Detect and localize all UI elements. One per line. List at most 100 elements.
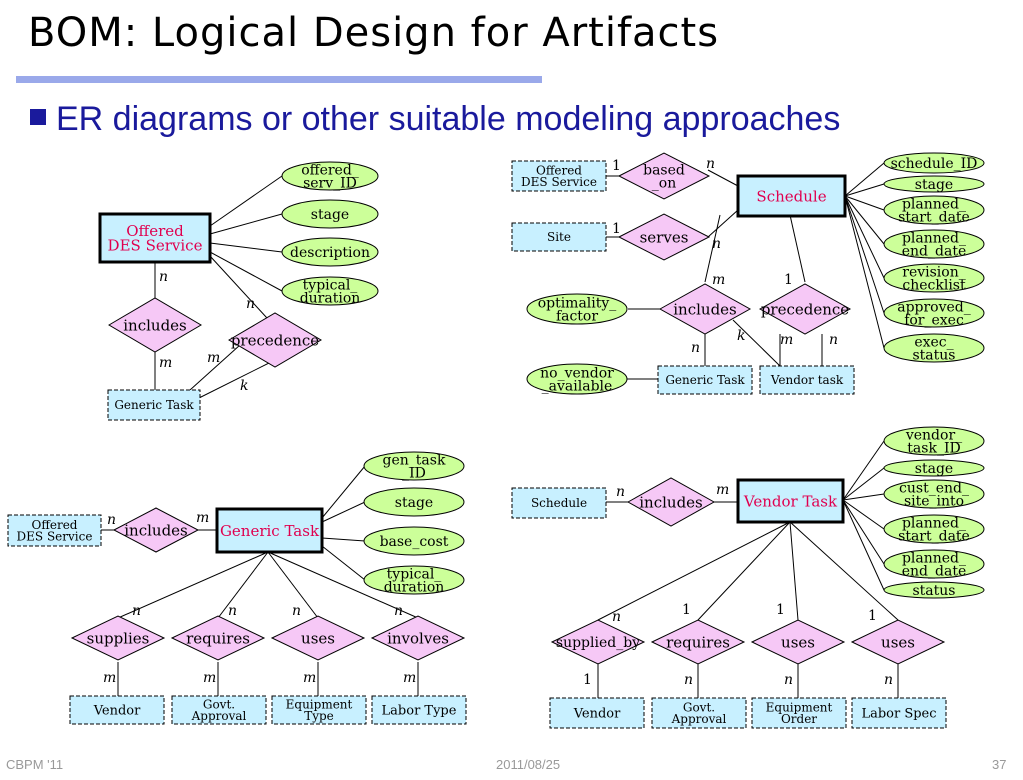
connector-line (842, 499, 885, 565)
attribute-label: optimality_ (538, 295, 617, 311)
entity-label: DES Service (108, 236, 203, 254)
attribute-a1: vendor_task_ID (883, 426, 985, 457)
entity-ref-labor: Labor Spec (851, 697, 947, 729)
connector-line (217, 551, 269, 619)
attribute-a1: offered_serv_ID (281, 161, 379, 192)
relationship-r1: based_on (617, 152, 711, 200)
attribute-a1: schedule_ID (883, 152, 985, 174)
attribute-a3: base_cost (363, 526, 465, 556)
relationship-r2: precedence (228, 312, 322, 368)
connector-line (789, 214, 806, 283)
connector-line (844, 195, 885, 211)
relationship-r3: uses (750, 619, 846, 665)
cardinality-c1: n (616, 484, 625, 500)
attribute-a2: stage (281, 199, 379, 229)
relationship-r4: uses (850, 619, 946, 665)
connector-line (842, 467, 885, 501)
cardinality-c5: k (240, 378, 248, 394)
cardinality-c10: m (403, 670, 416, 686)
cardinality-c9: n (784, 672, 793, 688)
connector-line (732, 319, 781, 367)
attribute-label: cust_end_ (899, 480, 969, 496)
connector-line (842, 493, 885, 501)
attribute-a4: planned_start_date (883, 514, 985, 545)
connector-line (844, 162, 885, 197)
cardinality-c9: m (303, 670, 316, 686)
relationship-label: includes (673, 300, 737, 318)
cardinality-c5: n (292, 603, 301, 619)
relationship-label: includes (124, 521, 188, 539)
attribute-a5: planned_end_date (883, 549, 985, 580)
relationship-label: based (643, 162, 685, 178)
cardinality-c4: n (228, 603, 237, 619)
entity-label: DES Service (17, 529, 93, 543)
cardinality-c2: m (196, 510, 209, 526)
connector-line (194, 359, 276, 401)
entity-label: Offered (536, 164, 582, 178)
attribute-label: end_date (902, 564, 966, 580)
attribute-a2: stage (883, 459, 985, 477)
attribute-a3: cust_end_site_into (883, 479, 985, 510)
connector-line (844, 183, 885, 197)
attribute-label: _ID (402, 466, 426, 482)
attribute-label: stage (311, 207, 349, 223)
square-bullet-icon (30, 108, 46, 125)
attribute-a3: planned_start_date (883, 195, 985, 226)
relationship-label: serves (640, 228, 689, 246)
entity-label: Approval (671, 712, 727, 726)
attribute-label: offered_ (301, 162, 359, 178)
cardinality-c3: n (132, 603, 141, 619)
relationship-label: includes (639, 493, 703, 511)
entity-ref-govt: Govt.Approval (651, 697, 747, 729)
entity-label: Generic Task (114, 398, 194, 412)
relationship-label: precedence (761, 300, 849, 318)
entity-label: Govt. (203, 698, 235, 712)
entity-main-main: Generic Task (215, 507, 324, 554)
bullet-text: ER diagrams or other suitable modeling a… (56, 100, 841, 138)
entity-label: Type (304, 709, 334, 723)
cardinality-c6: n (394, 603, 403, 619)
connector-line (789, 521, 799, 621)
relationship-label: uses (881, 633, 915, 651)
cardinality-c5: m (712, 272, 725, 288)
connector-line (704, 214, 721, 283)
connector-line (844, 195, 885, 245)
entity-ref-govt: Govt.Approval (171, 695, 267, 725)
entity-ref-sched: Schedule (511, 487, 607, 519)
relationship-label: includes (123, 316, 187, 334)
entity-label: Labor Spec (861, 707, 936, 722)
entity-label: Govt. (683, 701, 715, 715)
connector-line (117, 551, 269, 619)
connector-line (321, 545, 366, 581)
attribute-label: vendor_ (905, 427, 962, 443)
entity-label: Schedule (756, 187, 826, 205)
entity-ref-site: Site (511, 222, 607, 252)
relationship-label: uses (781, 633, 815, 651)
relationship-r3: includes (658, 283, 752, 335)
connector-line (267, 551, 319, 619)
cardinality-c7: 1 (583, 672, 592, 688)
relationship-r0: includes (112, 507, 200, 553)
connector-line (321, 537, 366, 542)
entity-label: Generic Task (665, 373, 745, 387)
relationship-r2: serves (617, 213, 711, 261)
attribute-label: planned_ (902, 515, 966, 531)
relationship-r1: supplied_by (550, 619, 646, 665)
connector-line (844, 195, 885, 279)
entity-label: Offered (32, 518, 78, 532)
title-underline (16, 76, 542, 83)
connector-line (209, 251, 283, 292)
connector-line (842, 499, 885, 591)
entity-label: Equipment (766, 701, 833, 715)
entity-ref-vendor: Vendor (549, 697, 645, 729)
connector-line (789, 521, 899, 621)
attribute-a4: typical_duration (281, 276, 379, 307)
attribute-a6: approved_for_exec (883, 298, 985, 329)
entity-label: Approval (191, 709, 247, 723)
relationship-label: supplies (87, 629, 150, 647)
entity-label: Site (547, 230, 571, 244)
cardinality-c2: n (706, 156, 715, 172)
